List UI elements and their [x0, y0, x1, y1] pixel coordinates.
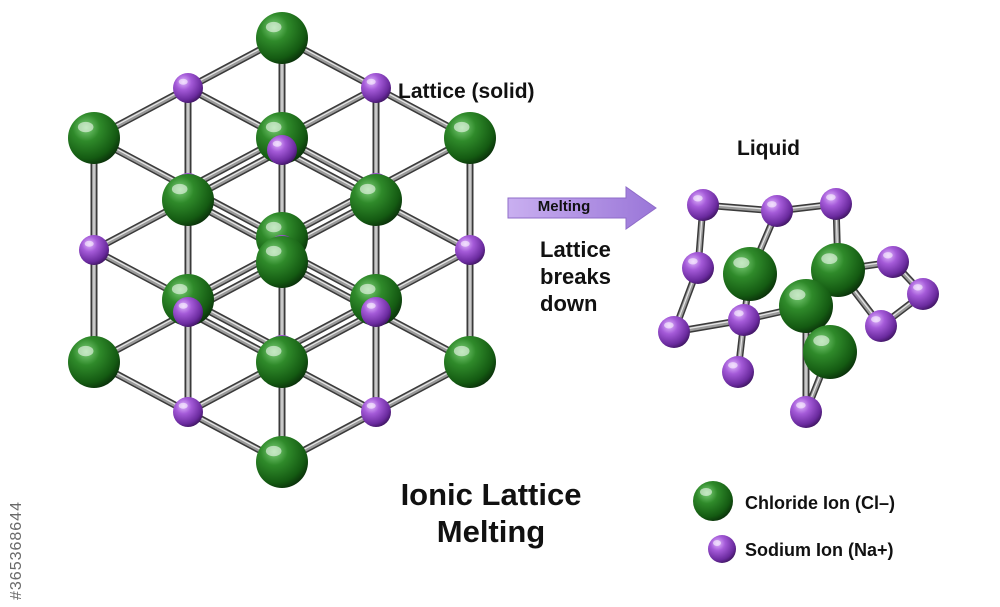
- liquid-label: Liquid: [737, 137, 800, 160]
- liquid-ion-chloride: [723, 247, 777, 301]
- lattice-ion-sodium: [361, 73, 391, 103]
- liquid-ion-chloride: [811, 243, 865, 297]
- lattice-ion-chloride: [68, 112, 120, 164]
- liquid-ion-sodium: [722, 356, 754, 388]
- breaks-line-2: breaks: [540, 264, 611, 289]
- melting-arrow-label: Melting: [537, 198, 591, 215]
- legend-chloride-label: Chloride Ion (Cl–): [745, 493, 895, 513]
- lattice-ion-chloride: [256, 236, 308, 288]
- lattice-ion-sodium: [267, 135, 297, 165]
- liquid-ion-sodium: [658, 316, 690, 348]
- liquid-ion-sodium: [877, 246, 909, 278]
- lattice-solid-label: Lattice (solid): [398, 80, 535, 103]
- lattice-ion-sodium: [361, 397, 391, 427]
- lattice-ion-sodium: [79, 235, 109, 265]
- liquid-ion-sodium: [790, 396, 822, 428]
- liquid-ion-sodium: [687, 189, 719, 221]
- stock-id-watermark: #365368644: [8, 501, 25, 600]
- atoms: [68, 12, 939, 488]
- legend-sodium-icon: [708, 535, 736, 563]
- legend-chloride-icon: [693, 481, 733, 521]
- liquid-ion-sodium: [907, 278, 939, 310]
- legend-sodium-label: Sodium Ion (Na+): [745, 540, 894, 560]
- lattice-ion-chloride: [256, 12, 308, 64]
- lattice-ion-chloride: [68, 336, 120, 388]
- liquid-ion-sodium: [761, 195, 793, 227]
- lattice-ion-sodium: [361, 297, 391, 327]
- lattice-ion-sodium: [173, 73, 203, 103]
- melting-arrow: [507, 186, 657, 230]
- lattice-breaks-down-label: Lattice breaks down: [540, 236, 660, 317]
- lattice-ion-chloride: [256, 436, 308, 488]
- lattice-ion-sodium: [173, 297, 203, 327]
- liquid-ion-sodium: [728, 304, 760, 336]
- title-line-1: Ionic Lattice: [400, 477, 582, 512]
- lattice-ion-chloride: [444, 112, 496, 164]
- lattice-ion-sodium: [455, 235, 485, 265]
- breaks-line-3: down: [540, 291, 598, 316]
- diagram-title: Ionic Lattice Melting: [396, 476, 586, 550]
- liquid-ion-sodium: [865, 310, 897, 342]
- lattice-ion-chloride: [256, 336, 308, 388]
- lattice-ion-chloride: [350, 174, 402, 226]
- lattice-ion-chloride: [162, 174, 214, 226]
- title-line-2: Melting: [436, 514, 546, 549]
- liquid-ion-chloride: [779, 279, 833, 333]
- lattice-ion-sodium: [173, 397, 203, 427]
- liquid-ion-sodium: [682, 252, 714, 284]
- lattice-ion-chloride: [444, 336, 496, 388]
- liquid-ion-sodium: [820, 188, 852, 220]
- liquid-ion-chloride: [803, 325, 857, 379]
- breaks-line-1: Lattice: [540, 237, 611, 262]
